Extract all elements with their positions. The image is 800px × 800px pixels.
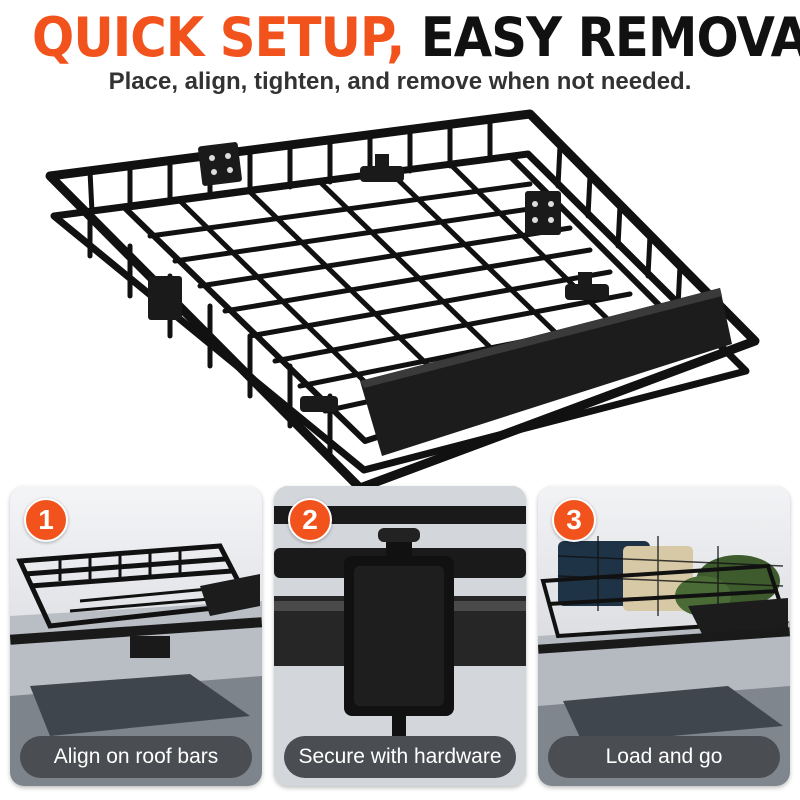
headline-highlight: QUICK SETUP, xyxy=(32,6,405,69)
step-caption-3: Load and go xyxy=(548,736,780,778)
step-badge-1: 1 xyxy=(24,498,68,542)
step-caption-1: Align on roof bars xyxy=(20,736,252,778)
step-badge-3: 3 xyxy=(552,498,596,542)
step-panel-2: 2 Secure with hardware xyxy=(274,486,526,786)
subtitle: Place, align, tighten, and remove when n… xyxy=(108,68,692,95)
step-panel-3: 3 Load and go xyxy=(538,486,790,786)
cargo-basket-image xyxy=(45,109,760,493)
step-panel-1: 1 Align on roof bars xyxy=(10,486,262,786)
headline: QUICK SETUP, EASY REMOVAL xyxy=(32,6,800,70)
headline-rest: EASY REMOVAL xyxy=(404,6,800,69)
step-badge-2: 2 xyxy=(288,498,332,542)
step-caption-2: Secure with hardware xyxy=(284,736,516,778)
